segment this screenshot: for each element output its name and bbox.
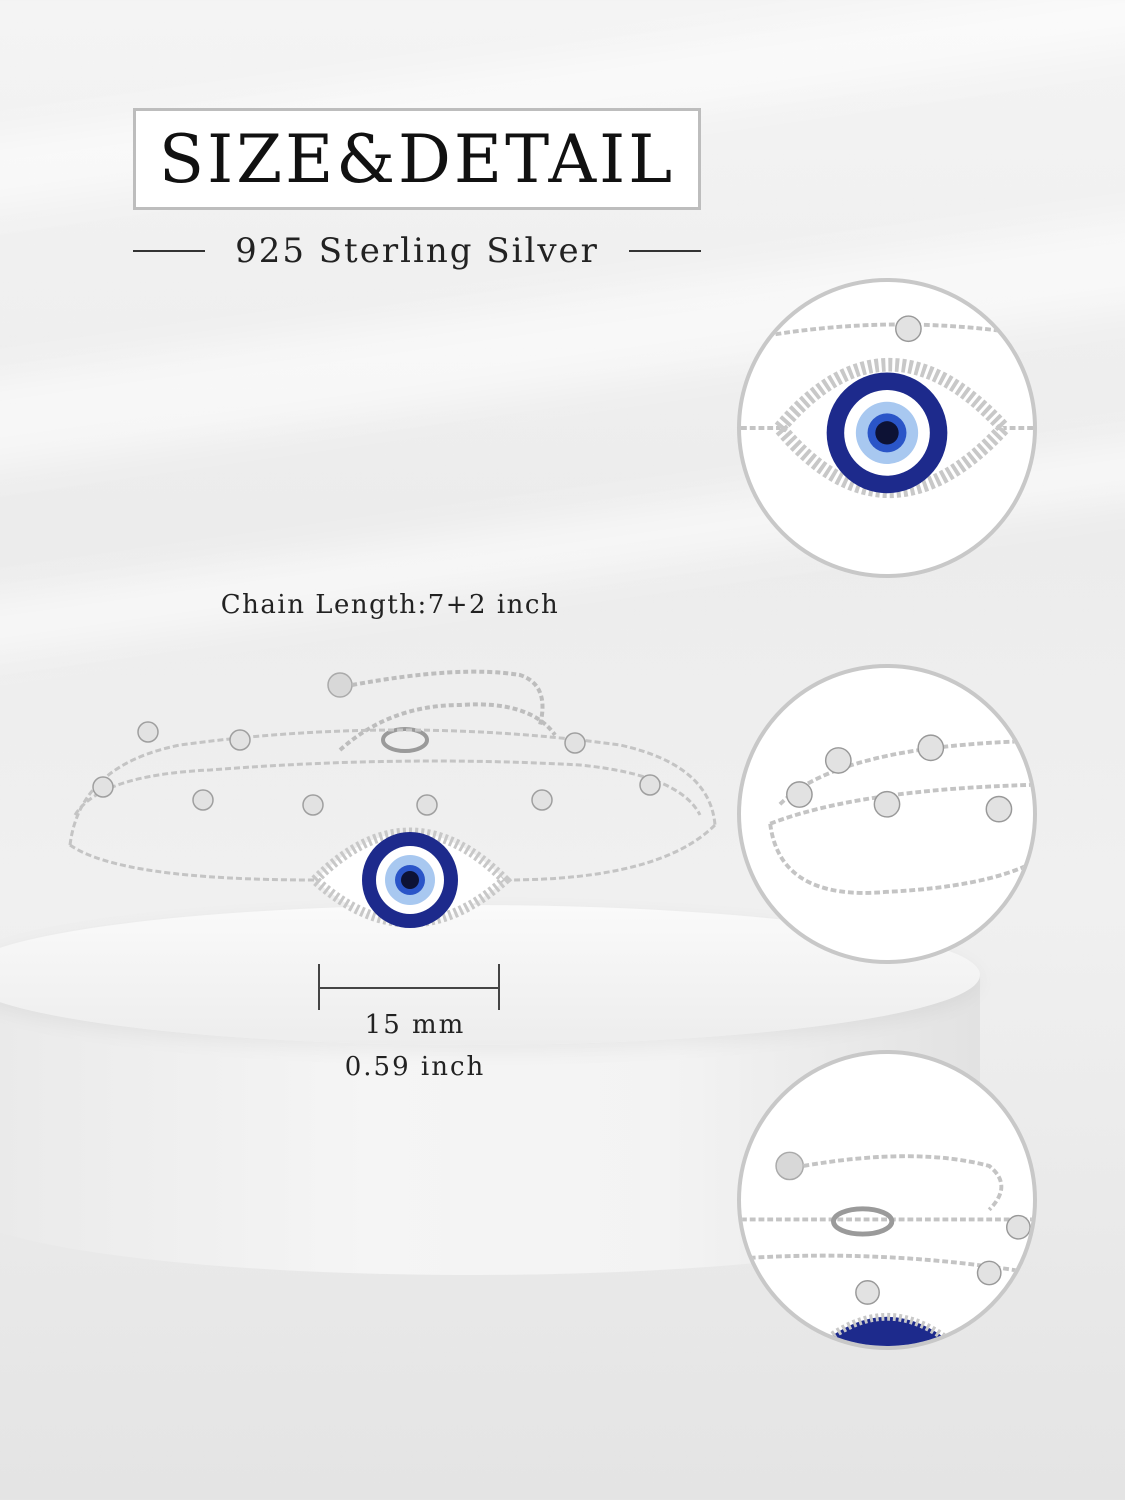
measure-tick-left (318, 964, 320, 1010)
measure-bar (318, 987, 500, 989)
measure-tick-right (498, 964, 500, 1010)
page-title: SIZE&DETAIL (158, 120, 676, 198)
detail-bead-chains (737, 664, 1037, 964)
pendant-width-mm: 15 mm (364, 1010, 466, 1040)
title-box: SIZE&DETAIL (133, 108, 701, 210)
divider-right (628, 250, 701, 252)
chain-length-label: Chain Length:7+2 inch (220, 590, 560, 620)
bracelet-image (68, 669, 717, 928)
detail-clasp-extender (737, 1050, 1037, 1350)
evil-eye-icon (741, 315, 1033, 499)
detail-evil-eye-pendant (737, 278, 1037, 578)
material-subtitle: 925 Sterling Silver (235, 231, 599, 271)
pendant-width-inch: 0.59 inch (344, 1052, 486, 1082)
bead-chain-icon (768, 734, 1033, 895)
width-measure-line (318, 962, 500, 1012)
lobster-clasp-icon (741, 1151, 1033, 1346)
divider-left (133, 250, 206, 252)
subtitle-row: 925 Sterling Silver (133, 226, 701, 276)
